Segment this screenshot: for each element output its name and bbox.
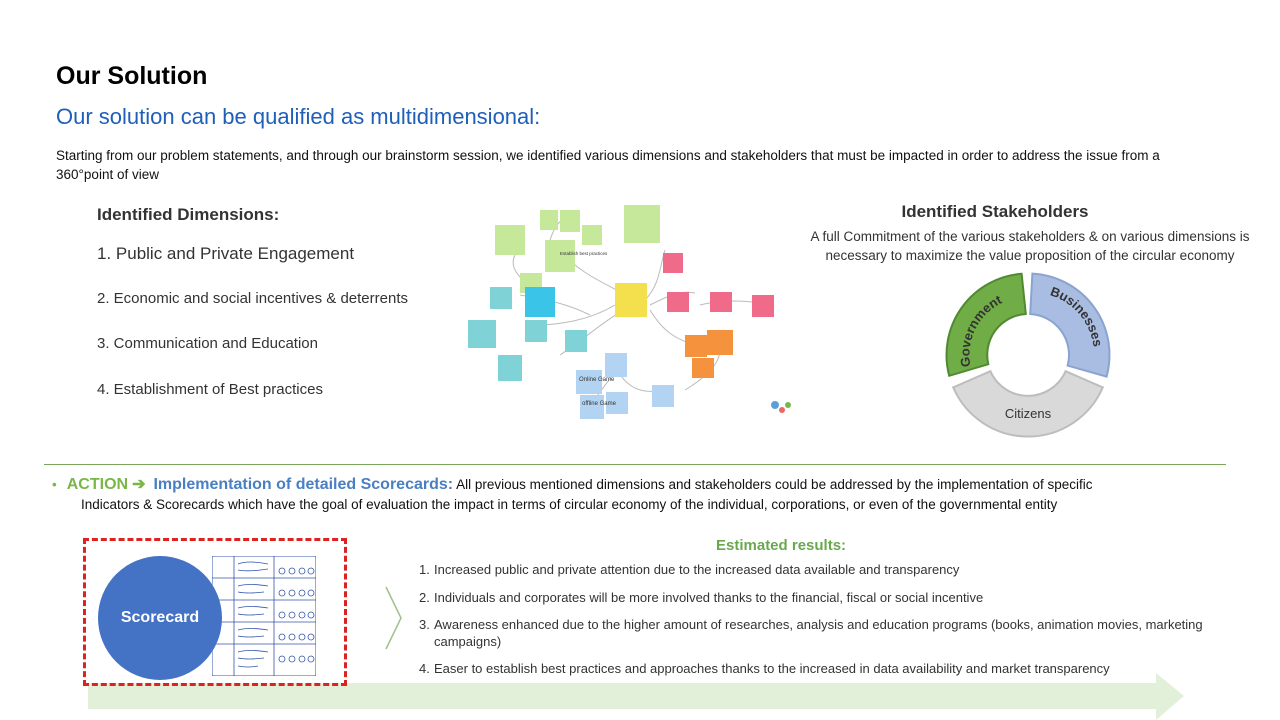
result-item: 2.Individuals and corporates will be mor… xyxy=(419,590,984,605)
sticky-note-label: Online Game xyxy=(579,377,615,383)
donut-label-citizens: Citizens xyxy=(1005,406,1052,421)
donut-segment-government xyxy=(945,272,1027,378)
action-text-continued: Indicators & Scorecards which have the g… xyxy=(81,497,1058,512)
dimension-item: 3. Communication and Education xyxy=(97,335,318,352)
chevron-right-icon xyxy=(385,586,402,650)
dimension-item: 2. Economic and social incentives & dete… xyxy=(97,290,408,307)
donut-segment-businesses xyxy=(1029,272,1111,378)
bullet-icon: • xyxy=(52,477,57,492)
action-text: All previous mentioned dimensions and st… xyxy=(453,477,1093,492)
dimension-item: 4. Establishment of Best practices xyxy=(97,381,323,398)
donut-segment-citizens xyxy=(951,369,1105,438)
page-subtitle: Our solution can be qualified as multidi… xyxy=(56,104,541,129)
result-item: 4.Easer to establish best practices and … xyxy=(419,661,1110,676)
arrow-right-icon: ➔ xyxy=(132,476,146,493)
stakeholder-donut-chart: Government Businesses Citizens xyxy=(945,272,1111,438)
scorecard-sketch-image xyxy=(212,556,316,676)
stakeholders-description: A full Commitment of the various stakeho… xyxy=(810,229,1250,263)
page-title: Our Solution xyxy=(56,62,208,90)
result-item: 3.Awareness enhanced due to the higher a… xyxy=(419,617,1203,649)
action-label: ACTION xyxy=(66,476,129,493)
intro-paragraph: Starting from our problem statements, an… xyxy=(56,148,1160,182)
result-item: 1.Increased public and private attention… xyxy=(419,562,960,577)
action-paragraph: • ACTION➔ Implementation of detailed Score… xyxy=(52,475,1212,515)
brainstorm-board-image: Establish best practices Online Game off… xyxy=(468,205,791,419)
section-divider xyxy=(44,464,1226,465)
progress-arrow-graphic xyxy=(88,673,1184,720)
scorecard-highlight-frame xyxy=(83,538,347,686)
dimensions-heading: Identified Dimensions: xyxy=(97,205,280,224)
scorecard-circle: Scorecard xyxy=(98,556,222,680)
dimension-item: 1. Public and Private Engagement xyxy=(97,244,355,263)
action-title: Implementation of detailed Scorecards: xyxy=(153,476,454,493)
results-heading: Estimated results: xyxy=(716,537,847,554)
stakeholders-heading: Identified Stakeholders xyxy=(901,202,1089,221)
sticky-note-label: Establish best practices xyxy=(560,251,608,256)
sticky-note-label: offline Game xyxy=(582,401,617,407)
